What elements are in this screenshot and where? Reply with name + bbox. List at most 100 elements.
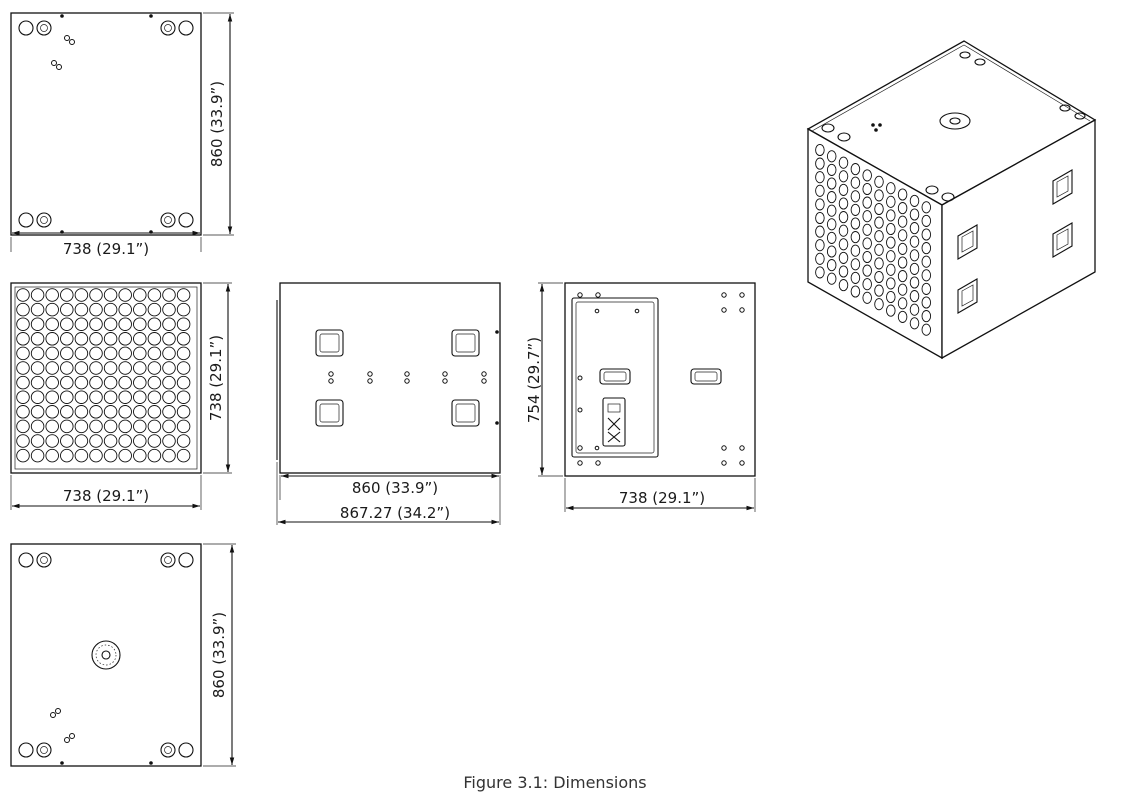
grille-hole	[133, 361, 147, 375]
grille-hole	[30, 317, 45, 331]
grille-hole	[45, 419, 59, 434]
iso-grille-hole	[909, 276, 920, 289]
iso-grille-hole	[826, 272, 837, 285]
iso-grille-hole	[862, 210, 872, 223]
grille-hole	[74, 332, 89, 346]
grille-hole	[162, 361, 176, 375]
grille-hole	[30, 419, 45, 434]
grille-hole	[60, 390, 74, 404]
iso-grille-hole	[862, 264, 872, 277]
iso-grille-hole	[886, 277, 896, 290]
grille-hole	[16, 302, 30, 317]
iso-grille-hole	[850, 176, 861, 189]
grille-hole	[176, 317, 191, 331]
iso-grille-hole	[886, 182, 896, 195]
grille-hole	[60, 361, 74, 375]
grille-hole	[89, 288, 103, 302]
rear-view: 738 (29.1”) 754 (29.7”)	[525, 282, 756, 512]
grille-hole	[147, 288, 162, 302]
grille-hole	[74, 405, 89, 419]
grille-hole	[103, 448, 118, 463]
rigging-points-icon	[328, 371, 487, 384]
grille-hole	[162, 375, 176, 390]
iso-grille-hole	[815, 225, 825, 238]
iso-grille-hole	[850, 244, 861, 257]
iso-grille-hole	[921, 255, 932, 268]
grille-hole	[60, 346, 74, 361]
iso-grille-hole	[909, 262, 920, 275]
iso-grille-hole	[826, 245, 837, 258]
rear-screw-icon	[577, 292, 745, 466]
grille-hole	[147, 434, 162, 448]
grille-hole	[133, 346, 147, 361]
grille-hole	[16, 448, 30, 463]
grille-hole	[60, 302, 74, 317]
bottom-view: 860 (33.9”)	[10, 543, 236, 767]
grille-hole	[118, 332, 132, 346]
grille-hole	[30, 361, 45, 375]
grille-hole	[60, 332, 74, 346]
grille-hole	[103, 361, 118, 375]
rear-handle-icon	[599, 368, 722, 385]
iso-grille-hole	[850, 190, 861, 203]
iso-grille-hole	[815, 184, 825, 197]
iso-grille-hole	[897, 215, 908, 228]
front-height-label: 738 (29.1”)	[207, 335, 225, 421]
grille-hole	[16, 375, 30, 390]
iso-grille-hole	[874, 202, 884, 216]
grille-hole	[162, 419, 176, 434]
iso-grille-hole	[815, 211, 825, 225]
iso-grille-hole	[897, 229, 908, 242]
grille-hole	[45, 434, 59, 448]
grille-hole	[45, 346, 59, 361]
iso-grille-hole	[838, 211, 849, 224]
iso-grille-hole	[850, 285, 861, 298]
grille-hole	[89, 405, 103, 419]
grille-hole	[118, 288, 132, 302]
grille-hole	[74, 317, 89, 331]
grille-hole	[103, 288, 118, 302]
iso-grille-hole	[838, 279, 849, 292]
grille-hole	[176, 332, 191, 346]
grille-hole	[74, 434, 89, 448]
grille-hole	[60, 419, 74, 434]
iso-grille-hole	[815, 252, 825, 265]
grille-hole	[74, 375, 89, 390]
grille-hole	[176, 448, 191, 463]
side-outer-width-label: 867.27 (34.2”)	[340, 504, 450, 522]
grille-hole	[162, 332, 176, 346]
top-width-label: 738 (29.1”)	[63, 240, 149, 258]
iso-grille-hole	[874, 298, 884, 311]
grille-hole	[133, 448, 147, 463]
iso-grille-hole	[886, 195, 896, 208]
grille-hole	[16, 419, 30, 434]
grille-hole	[176, 302, 191, 317]
grille-hole	[30, 375, 45, 390]
connector-panel-icon	[602, 397, 626, 447]
rear-height-label: 754 (29.7”)	[525, 337, 543, 423]
iso-grille-hole	[862, 291, 872, 304]
grille-hole	[176, 375, 191, 390]
grille-hole	[118, 346, 132, 361]
grille-hole	[16, 390, 30, 404]
grille-hole	[147, 346, 162, 361]
handle-icon	[315, 329, 480, 427]
grille-hole	[176, 361, 191, 375]
corner-fitting-icon	[18, 20, 194, 228]
iso-grille-hole	[815, 171, 825, 184]
side-inner-width-label: 860 (33.9”)	[352, 479, 438, 497]
grille-hole	[176, 419, 191, 434]
iso-grille-hole	[826, 191, 837, 204]
iso-grille-hole	[921, 296, 932, 309]
grille-hole	[89, 375, 103, 390]
iso-grille-hole	[826, 204, 837, 217]
iso-grille-hole	[838, 183, 849, 196]
iso-grille-hole	[874, 284, 884, 297]
iso-grille-hole	[862, 278, 872, 291]
bottom-pin-holes-icon	[50, 708, 75, 743]
grille-hole	[133, 288, 147, 302]
grille-hole	[162, 434, 176, 448]
grille-hole	[45, 317, 59, 331]
grille-hole	[118, 434, 132, 448]
